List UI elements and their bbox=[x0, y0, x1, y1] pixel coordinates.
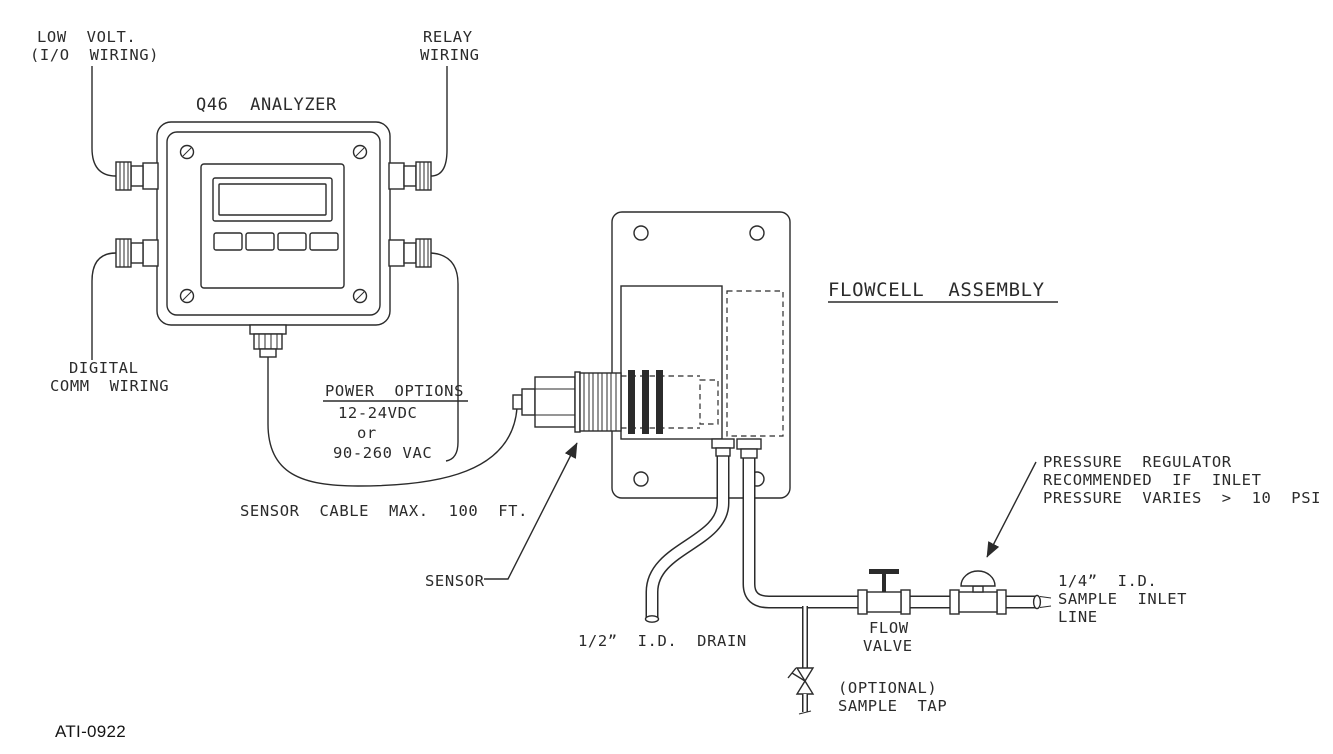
drawing-number: ATI-0922 bbox=[55, 722, 126, 741]
label-power-option-or: or bbox=[357, 424, 377, 442]
regulator-neck bbox=[972, 585, 984, 593]
label-analyzer-title: Q46 ANALYZER bbox=[196, 95, 337, 115]
inlet-tube-open-end bbox=[1032, 594, 1042, 610]
sensor-tip-hidden bbox=[699, 379, 719, 425]
sensor-body bbox=[512, 371, 622, 433]
inlet-tube-break bbox=[1039, 596, 1052, 599]
label-flowcell-title: FLOWCELL ASSEMBLY bbox=[828, 279, 1045, 301]
drain-tube bbox=[645, 456, 730, 618]
label-power-option1: 12-24VDC bbox=[338, 404, 417, 422]
keypad-button bbox=[245, 232, 275, 251]
tap-valve-icon bbox=[795, 667, 815, 683]
sample-inlet-tube bbox=[742, 458, 1036, 609]
label-relay-line1: RELAY bbox=[423, 28, 473, 46]
sensor-leader-line bbox=[484, 442, 578, 580]
cable-gland-right-top bbox=[388, 161, 432, 191]
valve-handle bbox=[869, 569, 899, 574]
tap-valve-icon bbox=[795, 679, 815, 695]
cable-gland-left-top bbox=[115, 161, 159, 191]
label-low-volt-line1: LOW VOLT. bbox=[37, 28, 136, 46]
pressure-regulator bbox=[949, 570, 1007, 615]
corner-screw-icon bbox=[179, 288, 195, 304]
keypad-button bbox=[213, 232, 243, 251]
sensor-connector bbox=[521, 388, 536, 416]
relay-wire bbox=[430, 66, 448, 177]
label-sample-tap-line1: (OPTIONAL) bbox=[838, 679, 937, 697]
mounting-hole bbox=[749, 225, 765, 241]
label-drain: 1/2” I.D. DRAIN bbox=[578, 632, 747, 650]
sensor-oring-band bbox=[628, 370, 635, 434]
keypad-button bbox=[309, 232, 339, 251]
cable-gland-bottom bbox=[249, 324, 287, 358]
pressure-regulator-leader-line bbox=[986, 461, 1037, 558]
cable-gland-right-bottom bbox=[388, 238, 432, 268]
drain-port-fitting bbox=[711, 438, 735, 457]
sensor-collar bbox=[574, 371, 581, 433]
corner-screw-icon bbox=[352, 144, 368, 160]
sensor-connector-tip bbox=[512, 394, 523, 410]
label-sample-inlet-line3: LINE bbox=[1058, 608, 1098, 626]
label-relay-line2: WIRING bbox=[420, 46, 480, 64]
analyzer-enclosure bbox=[115, 121, 432, 358]
flowcell-assembly bbox=[611, 211, 791, 499]
sensor-oring-band bbox=[656, 370, 663, 434]
cable-gland-left-bottom bbox=[115, 238, 159, 268]
mounting-hole bbox=[633, 225, 649, 241]
tap-tube-cut-end bbox=[798, 710, 812, 715]
label-sensor-cable: SENSOR CABLE MAX. 100 FT. bbox=[240, 502, 528, 520]
label-flow-valve-line1: FLOW bbox=[869, 619, 909, 637]
valve-stem bbox=[882, 574, 886, 592]
sensor-threads bbox=[579, 372, 622, 432]
tap-valve-handle-cap bbox=[787, 667, 797, 679]
regulator-dome bbox=[960, 570, 996, 587]
flow-valve bbox=[857, 569, 911, 615]
label-sample-inlet-line1: 1/4” I.D. bbox=[1058, 572, 1157, 590]
flowcell-hidden-body bbox=[726, 290, 784, 437]
regulator-body bbox=[958, 591, 998, 613]
label-power-option2: 90-260 VAC bbox=[333, 444, 432, 462]
drain-tube-open-end bbox=[644, 615, 660, 623]
low-volt-wire bbox=[91, 66, 117, 177]
label-power-options-title: POWER OPTIONS bbox=[325, 382, 464, 400]
sample-tap-assembly bbox=[787, 606, 815, 715]
regulator-coupling bbox=[996, 589, 1007, 615]
label-digital-comm-line2: COMM WIRING bbox=[50, 377, 169, 395]
valve-coupling bbox=[900, 589, 911, 615]
label-flow-valve-line2: VALVE bbox=[863, 637, 913, 655]
flowcell-body bbox=[620, 285, 723, 440]
sensor-oring-band bbox=[642, 370, 649, 434]
lcd-screen bbox=[218, 183, 327, 216]
valve-coupling bbox=[857, 589, 868, 615]
label-pressure-regulator-line2: RECOMMENDED IF INLET bbox=[1043, 471, 1262, 489]
label-low-volt-line2: (I/O WIRING) bbox=[30, 46, 159, 64]
label-digital-comm-line1: DIGITAL bbox=[69, 359, 139, 377]
label-sample-tap-line2: SAMPLE TAP bbox=[838, 697, 947, 715]
inlet-port-fitting bbox=[736, 438, 762, 459]
tap-valve-handle bbox=[791, 672, 806, 682]
keypad-button bbox=[277, 232, 307, 251]
sensor-hidden-section bbox=[621, 370, 719, 434]
label-sample-inlet-line2: SAMPLE INLET bbox=[1058, 590, 1187, 608]
sensor-cable-wire bbox=[267, 357, 518, 487]
corner-screw-icon bbox=[179, 144, 195, 160]
corner-screw-icon bbox=[352, 288, 368, 304]
label-pressure-regulator-line1: PRESSURE REGULATOR bbox=[1043, 453, 1232, 471]
label-sensor: SENSOR bbox=[425, 572, 485, 590]
label-pressure-regulator-line3: PRESSURE VARIES > 10 PSI bbox=[1043, 489, 1321, 507]
sensor-hex-body bbox=[534, 376, 576, 428]
regulator-coupling bbox=[949, 589, 960, 615]
mounting-hole bbox=[633, 471, 649, 487]
valve-body bbox=[866, 591, 902, 613]
digital-comm-wire bbox=[91, 252, 117, 360]
power-wire bbox=[430, 252, 459, 462]
inlet-tube-break bbox=[1039, 605, 1052, 608]
